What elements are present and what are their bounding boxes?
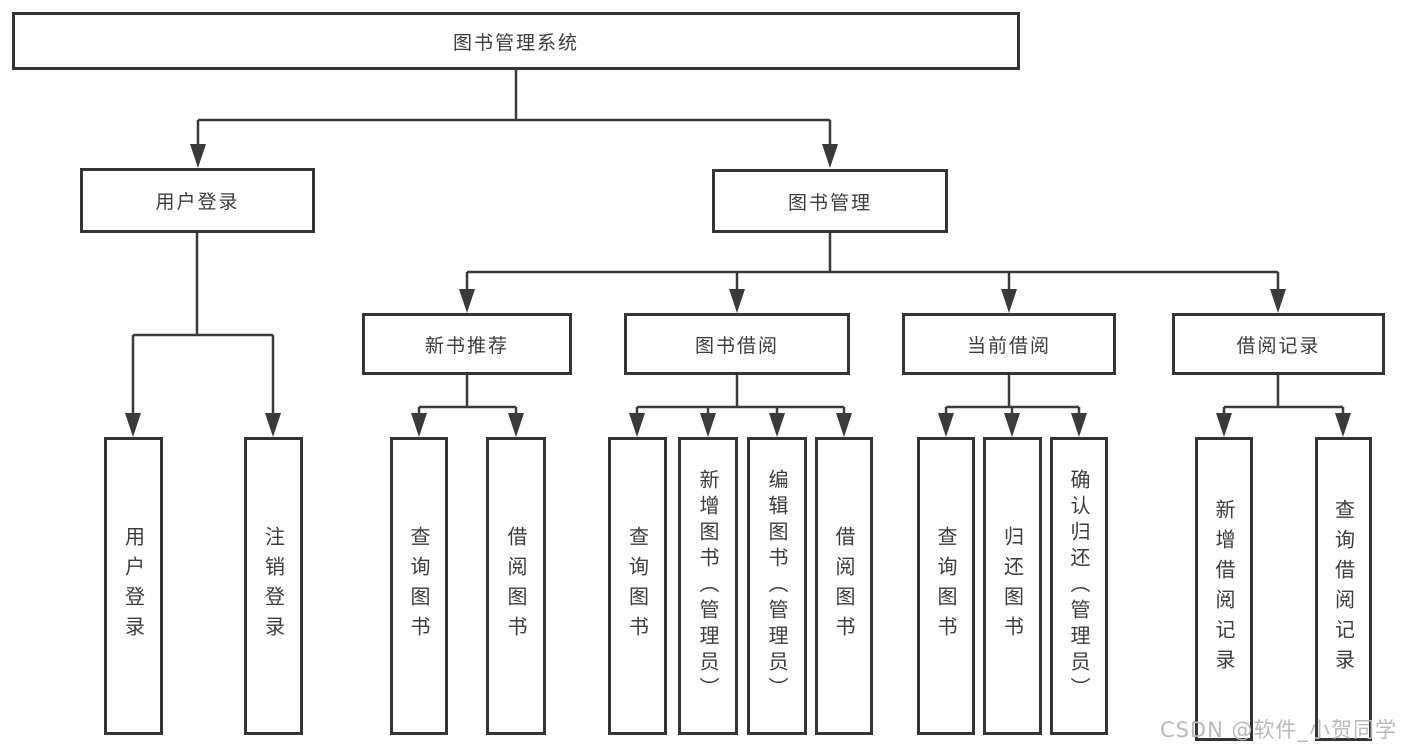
node-leaf-borrow-books-recommend: 借阅图书 bbox=[486, 437, 546, 735]
node-leaf-return-books: 归还图书 bbox=[983, 437, 1042, 735]
node-leaf-user-login: 用户登录 bbox=[104, 437, 163, 735]
node-leaf-query-borrow-record: 查询借阅记录 bbox=[1315, 437, 1372, 741]
node-book-management-branch: 图书管理 bbox=[712, 169, 948, 233]
node-leaf-query-books-borrow: 查询图书 bbox=[608, 437, 667, 735]
node-leaf-logout: 注销登录 bbox=[244, 437, 303, 735]
node-leaf-query-books-recommend: 查询图书 bbox=[390, 437, 448, 735]
node-new-book-recommendation: 新书推荐 bbox=[362, 313, 572, 375]
node-user-login-branch: 用户登录 bbox=[80, 168, 315, 233]
node-current-borrowing: 当前借阅 bbox=[902, 313, 1116, 375]
node-book-borrowing: 图书借阅 bbox=[624, 313, 850, 375]
node-borrowing-records: 借阅记录 bbox=[1172, 313, 1385, 375]
node-library-management-system: 图书管理系统 bbox=[12, 12, 1020, 70]
node-leaf-borrow-books: 借阅图书 bbox=[815, 437, 873, 735]
node-leaf-confirm-return-admin: 确认归还（管理员） bbox=[1050, 437, 1108, 735]
node-leaf-edit-book-admin: 编辑图书（管理员） bbox=[747, 437, 807, 735]
node-leaf-add-borrow-record: 新增借阅记录 bbox=[1195, 437, 1253, 741]
node-leaf-query-books-current: 查询图书 bbox=[917, 437, 975, 735]
node-leaf-add-book-admin: 新增图书（管理员） bbox=[678, 437, 738, 735]
watermark: CSDN @软件_小贺同学 bbox=[1159, 718, 1397, 742]
